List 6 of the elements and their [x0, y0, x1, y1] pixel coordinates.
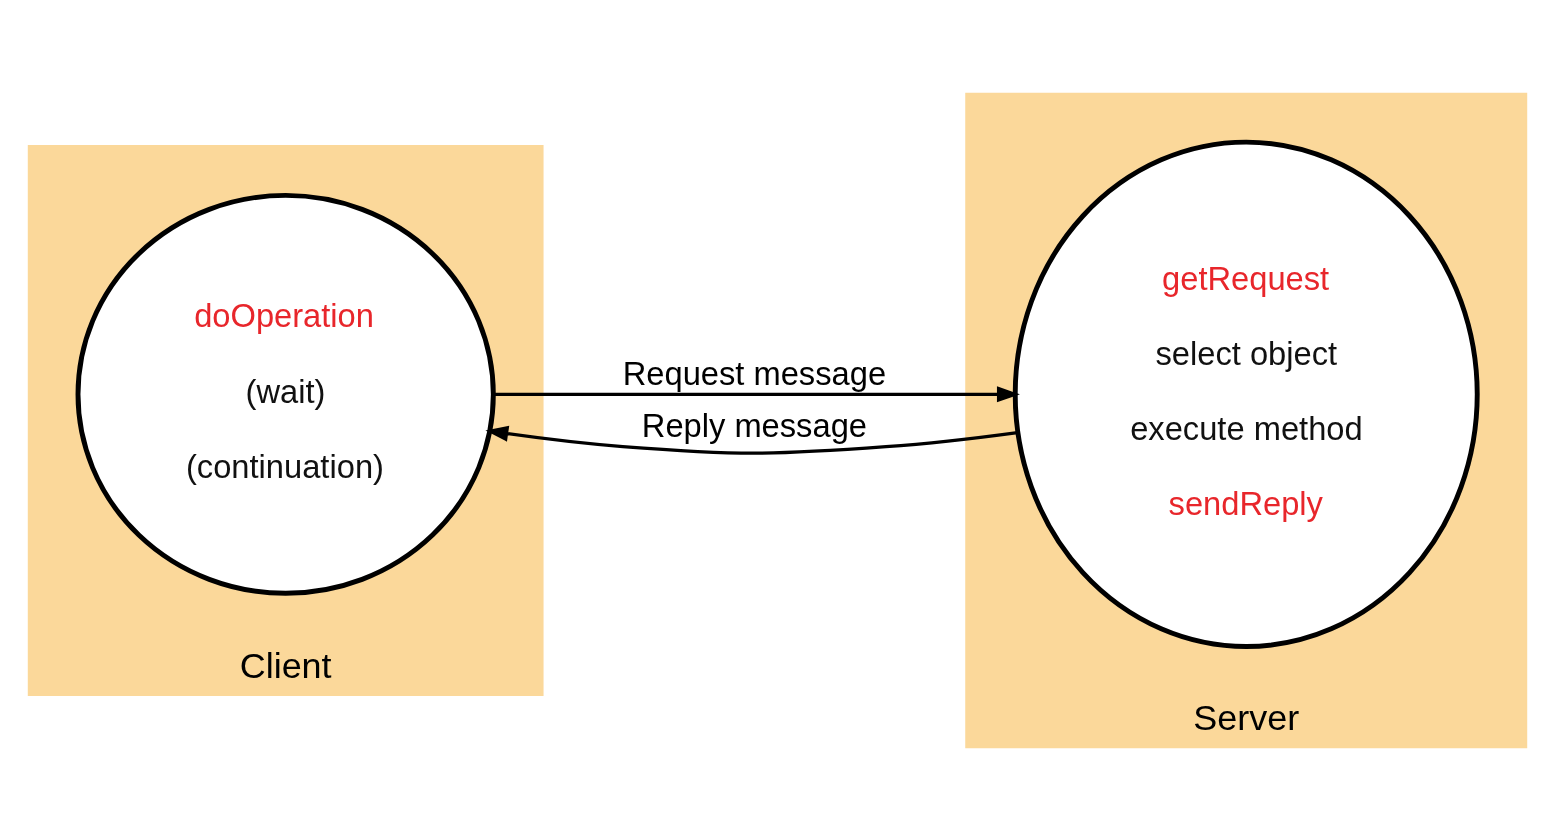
node-circle: doOperation (wait) (continuation)	[75, 192, 496, 596]
arrow	[493, 385, 1020, 402]
node-circle: getRequest select object execute method sendReply	[1012, 139, 1480, 649]
arrow	[485, 425, 1018, 455]
edge-label: Request message	[622, 354, 887, 392]
edge-label: Reply message	[641, 406, 867, 444]
